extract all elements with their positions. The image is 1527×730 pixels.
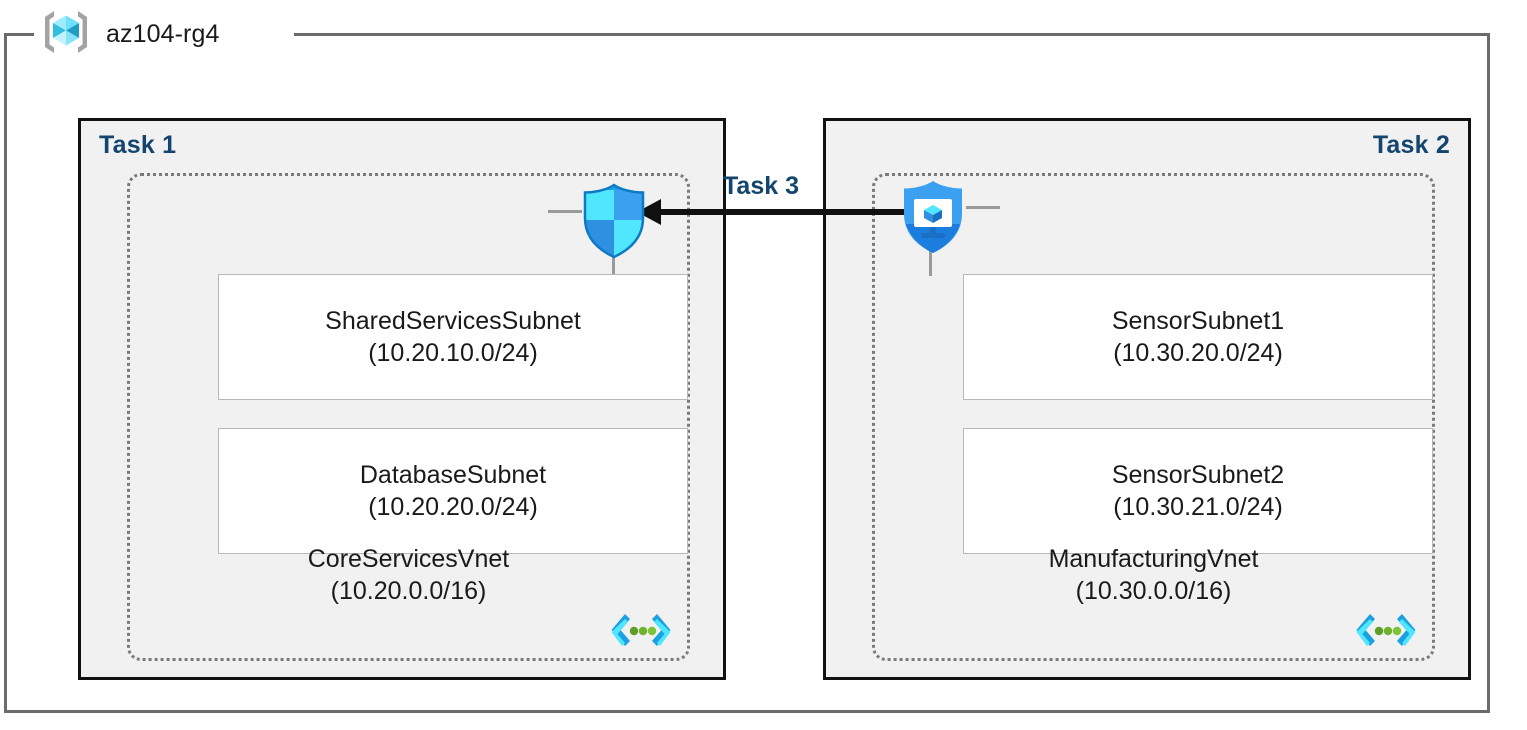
bastion-connector-down [929,240,932,276]
bastion-connector-right [966,206,1000,209]
resource-group-header: az104-rg4 [40,8,219,60]
manufacturing-vnet-caption: ManufacturingVnet (10.30.0.0/16) [875,543,1432,607]
virtual-network-icon [609,610,673,650]
subnet-sensor-2-name: SensorSubnet2 [1111,461,1285,489]
subnet-sensor-1-cidr: (10.30.20.0/24) [1113,339,1283,367]
azure-bastion-shield-icon [897,178,969,256]
azure-resource-group-icon [40,6,92,63]
manufacturing-vnet-name: ManufacturingVnet [1048,545,1259,573]
task-3-label: Task 3 [723,172,799,200]
resource-group-frame [4,33,1490,713]
task-1-container: Task 1 SharedServicesSubnet (10.20.10.0/… [78,118,726,680]
manufacturing-vnet-boundary: SensorSubnet1 (10.30.20.0/24) SensorSubn… [872,173,1435,661]
firewall-connector-left [548,210,582,213]
subnet-sensor-1-name: SensorSubnet1 [1111,307,1285,335]
subnet-database: DatabaseSubnet (10.20.20.0/24) [218,428,688,554]
subnet-shared-services: SharedServicesSubnet (10.20.10.0/24) [218,274,688,400]
manufacturing-vnet-cidr: (10.30.0.0/16) [1075,577,1232,605]
subnet-database-cidr: (10.20.20.0/24) [368,493,538,521]
azure-firewall-shield-icon [578,182,650,260]
subnet-sensor-2-cidr: (10.30.21.0/24) [1113,493,1283,521]
core-services-vnet-name: CoreServicesVnet [307,545,510,573]
subnet-shared-services-name: SharedServicesSubnet [325,307,581,335]
subnet-database-name: DatabaseSubnet [359,461,547,489]
resource-group-name: az104-rg4 [106,19,220,48]
core-services-vnet-cidr: (10.20.0.0/16) [330,577,487,605]
subnet-shared-services-cidr: (10.20.10.0/24) [368,339,538,367]
virtual-network-icon [1354,610,1418,650]
core-services-vnet-boundary: SharedServicesSubnet (10.20.10.0/24) Dat… [127,173,690,661]
core-services-vnet-caption: CoreServicesVnet (10.20.0.0/16) [130,543,687,607]
vnet-peering-arrow-line [655,209,905,215]
task-1-label: Task 1 [99,131,177,159]
subnet-sensor-1: SensorSubnet1 (10.30.20.0/24) [963,274,1433,400]
task-2-label: Task 2 [1372,131,1450,159]
subnet-sensor-2: SensorSubnet2 (10.30.21.0/24) [963,428,1433,554]
